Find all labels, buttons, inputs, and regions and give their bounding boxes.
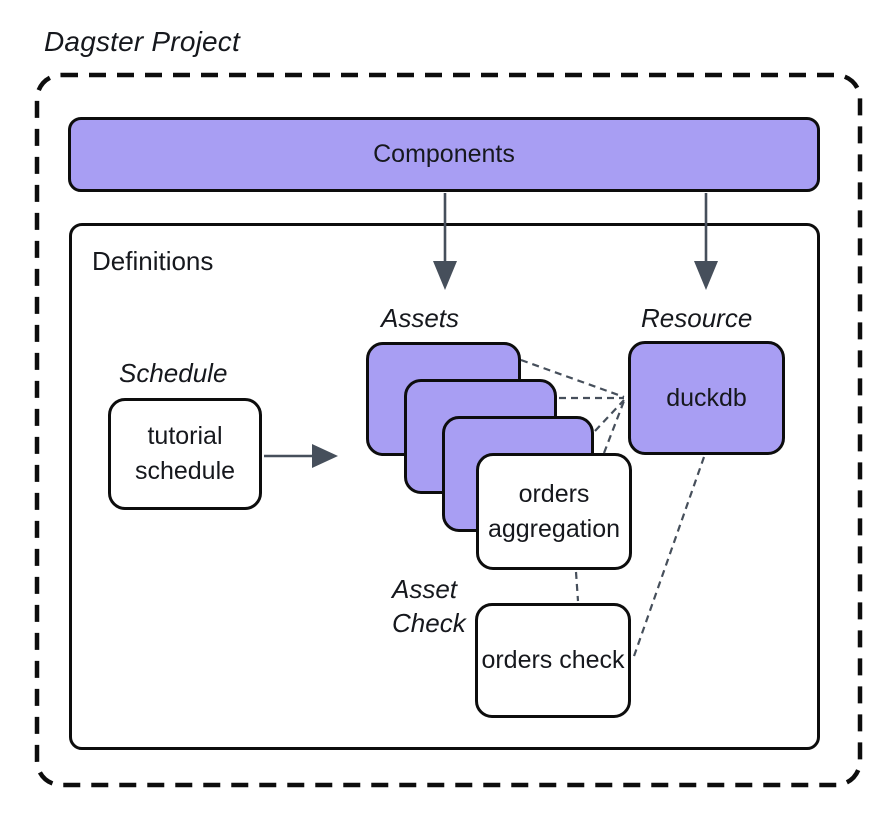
tutorial-schedule-label: tutorial schedule — [134, 422, 236, 485]
orders-aggregation-label: orders aggregation — [487, 479, 621, 543]
components-bar: Components — [68, 117, 820, 192]
diagram-title: Dagster Project — [44, 26, 240, 57]
duckdb-label: duckdb — [666, 383, 747, 412]
schedule-label: Schedule — [119, 358, 228, 388]
tutorial-schedule-box: tutorial schedule — [108, 398, 262, 510]
resource-label: Resource — [641, 303, 753, 333]
assets-label: Assets — [381, 303, 460, 333]
definitions-label: Definitions — [92, 246, 214, 276]
components-label: Components — [373, 140, 515, 168]
orders-check-label: orders check — [481, 646, 625, 674]
orders-aggregation-box: orders aggregation — [476, 453, 632, 570]
duckdb-resource-box: duckdb — [628, 341, 785, 455]
orders-check-box: orders check — [475, 603, 631, 718]
